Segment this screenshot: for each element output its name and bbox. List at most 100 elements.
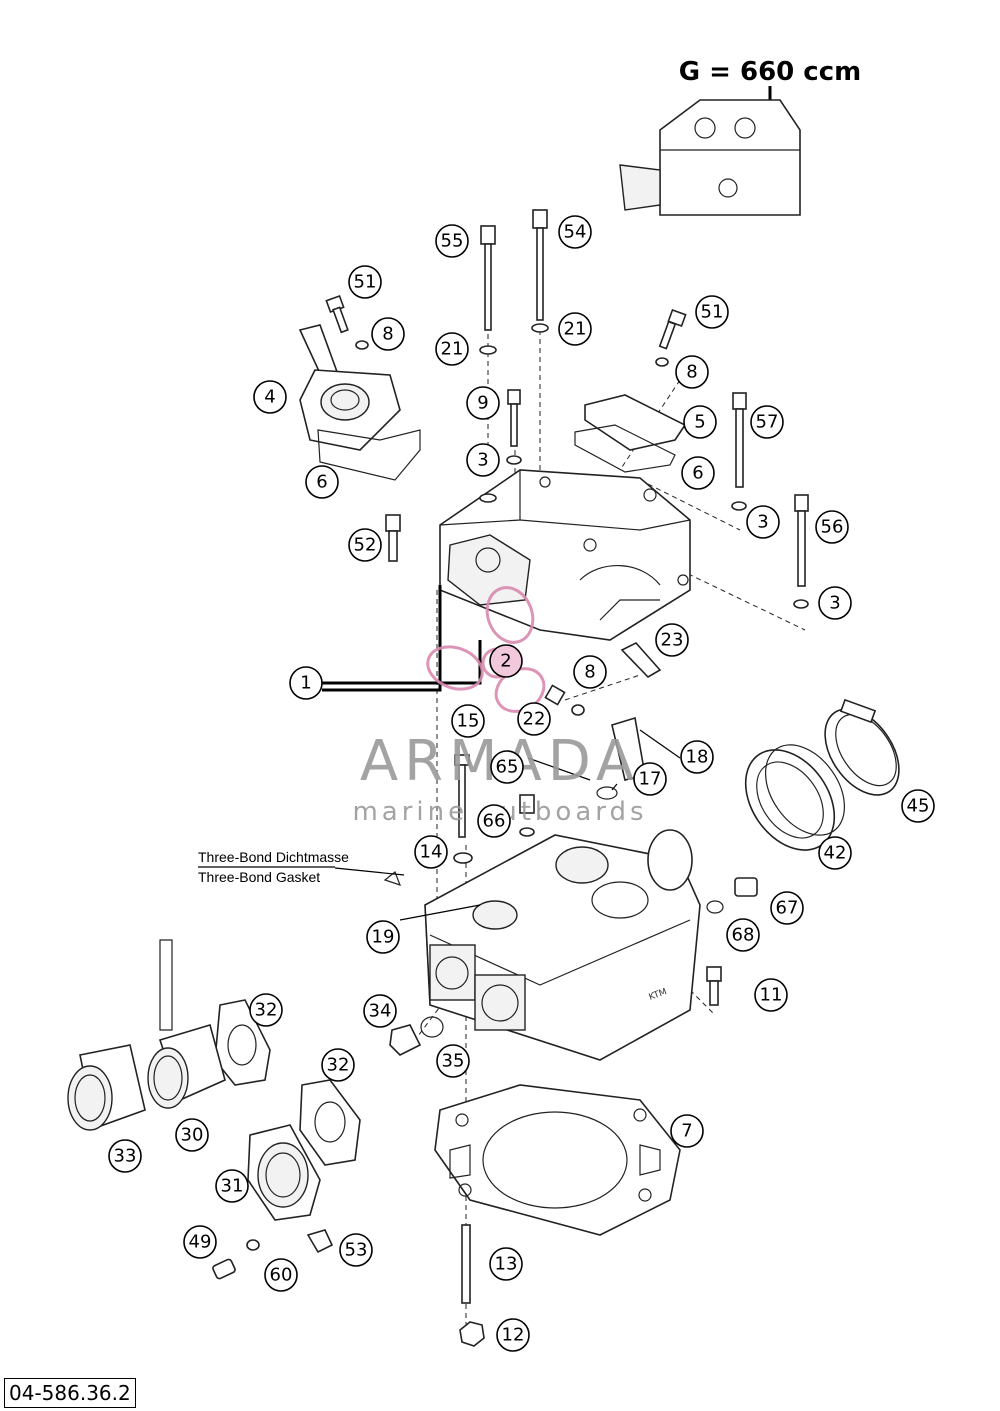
svg-text:14: 14 [420, 842, 443, 863]
svg-text:60: 60 [270, 1265, 293, 1286]
svg-text:8: 8 [382, 324, 393, 345]
callout-17: 17 [633, 762, 667, 796]
callout-33: 33 [108, 1139, 142, 1173]
svg-text:3: 3 [477, 450, 488, 471]
svg-text:45: 45 [907, 796, 930, 817]
svg-text:17: 17 [639, 769, 662, 790]
callout-3-left: 3 [466, 443, 500, 477]
callout-32-upper: 32 [249, 993, 283, 1027]
callout-21-left: 21 [435, 332, 469, 366]
cylinder-head-cover [439, 469, 691, 641]
svg-text:7: 7 [681, 1121, 692, 1142]
variant-label: G = 660 ccm [679, 57, 861, 87]
callout-51-right: 51 [695, 295, 729, 329]
svg-text:49: 49 [189, 1232, 212, 1253]
bolts [212, 209, 809, 1347]
svg-text:15: 15 [457, 711, 480, 732]
intake-boot [744, 698, 900, 851]
callout-66: 66 [477, 804, 511, 838]
callout-31: 31 [215, 1169, 249, 1203]
callout-22: 22 [517, 702, 551, 736]
svg-text:8: 8 [686, 362, 697, 383]
callout-67: 67 [770, 891, 804, 925]
svg-text:13: 13 [495, 1254, 518, 1275]
svg-text:18: 18 [686, 747, 709, 768]
svg-text:5: 5 [694, 412, 705, 433]
callout-8-left: 8 [371, 317, 405, 351]
svg-text:34: 34 [369, 1001, 392, 1022]
svg-text:11: 11 [760, 985, 783, 1006]
note-line-1: Three-Bond Dichtmasse [198, 849, 349, 865]
svg-text:21: 21 [441, 339, 464, 360]
callout-55: 55 [435, 224, 469, 258]
svg-text:53: 53 [345, 1240, 368, 1261]
callout-5: 5 [683, 405, 717, 439]
svg-text:21: 21 [564, 319, 587, 340]
svg-text:31: 31 [221, 1176, 244, 1197]
callout-49: 49 [183, 1225, 217, 1259]
svg-text:3: 3 [757, 512, 768, 533]
callout-7: 7 [670, 1114, 704, 1148]
callout-18: 18 [680, 740, 714, 774]
svg-text:1: 1 [300, 673, 311, 694]
callout-54: 54 [558, 215, 592, 249]
svg-text:42: 42 [824, 843, 847, 864]
callout-11: 11 [754, 978, 788, 1012]
callout-34: 34 [363, 994, 397, 1028]
callout-19: 19 [366, 920, 400, 954]
callout-12: 12 [496, 1318, 530, 1352]
callout-8-center: 8 [573, 655, 607, 689]
callout-21-right: 21 [558, 312, 592, 346]
callout-15: 15 [451, 704, 485, 738]
callout-3-middle: 3 [746, 505, 780, 539]
document-number: 04-586.36.2 [4, 1378, 136, 1408]
svg-text:33: 33 [114, 1146, 137, 1167]
callout-9: 9 [466, 386, 500, 420]
callout-35: 35 [436, 1044, 470, 1078]
callout-14: 14 [414, 835, 448, 869]
callout-52: 52 [348, 528, 382, 562]
svg-text:23: 23 [661, 630, 684, 651]
svg-text:6: 6 [316, 472, 327, 493]
leader-lines [322, 585, 681, 921]
exhaust-flanges [67, 939, 361, 1221]
callout-32-lower: 32 [321, 1048, 355, 1082]
callout-53: 53 [339, 1233, 373, 1267]
callout-6-right: 6 [681, 456, 715, 490]
svg-text:12: 12 [502, 1325, 525, 1346]
svg-text:8: 8 [584, 662, 595, 683]
svg-text:6: 6 [692, 463, 703, 484]
callout-60: 60 [264, 1258, 298, 1292]
head-gasket [434, 1084, 681, 1236]
svg-text:4: 4 [264, 387, 275, 408]
svg-text:51: 51 [354, 272, 377, 293]
svg-text:35: 35 [442, 1051, 465, 1072]
svg-text:32: 32 [255, 1000, 278, 1021]
callout-42: 42 [818, 836, 852, 870]
valve-cover-plate [574, 394, 687, 473]
svg-text:3: 3 [829, 593, 840, 614]
svg-text:51: 51 [701, 302, 724, 323]
svg-text:68: 68 [732, 925, 755, 946]
callout-68: 68 [726, 918, 760, 952]
sealant-note: Three-Bond Dichtmasse Three-Bond Gasket [198, 849, 349, 885]
svg-text:66: 66 [483, 811, 506, 832]
callout-8-right: 8 [675, 355, 709, 389]
svg-text:30: 30 [181, 1125, 204, 1146]
callout-1: 1 [289, 666, 323, 700]
svg-text:2: 2 [500, 651, 511, 672]
callout-13: 13 [489, 1247, 523, 1281]
svg-text:52: 52 [354, 535, 377, 556]
callout-30: 30 [175, 1118, 209, 1152]
svg-text:67: 67 [776, 898, 799, 919]
svg-text:65: 65 [496, 757, 519, 778]
cylinder-head: KTM [424, 829, 701, 1061]
variant-inset: G = 660 ccm [619, 57, 861, 216]
svg-text:57: 57 [756, 412, 779, 433]
svg-text:54: 54 [564, 222, 587, 243]
thermostat-housing [298, 324, 421, 481]
callout-6-left: 6 [305, 465, 339, 499]
callouts: 51 8 4 6 55 54 21 21 9 3 51 8 5 57 6 3 5… [108, 215, 935, 1352]
callout-45: 45 [901, 789, 935, 823]
